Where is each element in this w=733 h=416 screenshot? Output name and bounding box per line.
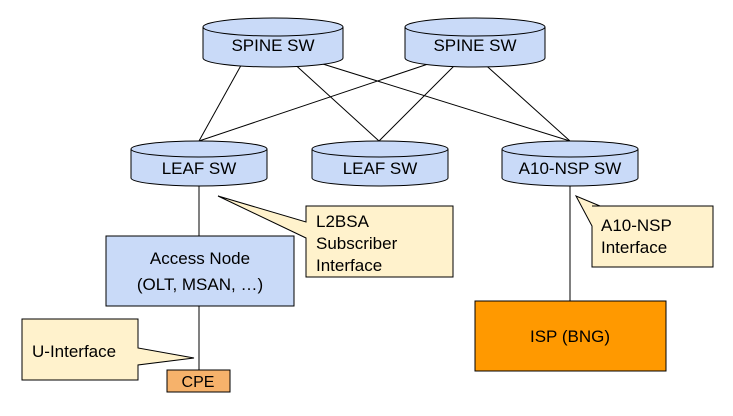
leaf-switch-1-label: LEAF SW [162,159,237,178]
vertical-links [198,183,571,370]
callout-l2bsa: L2BSA Subscriber Interface [217,195,454,278]
callout-a10nsp: A10-NSP Interface [574,195,714,268]
access-node-line2: (OLT, MSAN, …) [137,275,263,294]
link-spine2-nsp [479,59,571,142]
callout-l2bsa-line2: Subscriber [316,234,398,253]
spine-switch-2-label: SPINE SW [433,36,516,55]
a10-nsp-switch-label: A10-NSP SW [519,159,622,178]
access-node: Access Node (OLT, MSAN, …) [105,235,295,307]
a10-nsp-switch: A10-NSP SW [501,140,639,187]
leaf-switch-2: LEAF SW [311,140,449,187]
link-spine1-nsp [309,59,571,142]
link-spine1-leaf1 [198,59,245,142]
spine-switch-2: SPINE SW [404,17,546,68]
link-spine1-leaf2 [289,59,380,142]
link-spine2-leaf1 [198,59,441,142]
callout-u-interface: U-Interface [21,318,195,381]
callout-a10nsp-line2: Interface [601,238,667,257]
isp-bng: ISP (BNG) [474,300,667,372]
callout-l2bsa-line3: Interface [316,256,382,275]
spine-switch-1-label: SPINE SW [231,36,314,55]
leaf-switch-1: LEAF SW [130,140,268,187]
callout-u-interface-line1: U-Interface [32,342,116,361]
spine-switch-1: SPINE SW [202,17,344,68]
leaf-switch-2-label: LEAF SW [343,159,418,178]
isp-bng-label: ISP (BNG) [530,327,610,346]
spine-leaf-links [198,59,571,142]
cpe: CPE [166,369,231,393]
callout-l2bsa-line1: L2BSA [316,212,370,231]
link-spine2-leaf2 [378,59,461,142]
access-node-line1: Access Node [150,249,250,268]
cpe-label: CPE [182,374,215,391]
callout-a10nsp-line1: A10-NSP [601,216,672,235]
